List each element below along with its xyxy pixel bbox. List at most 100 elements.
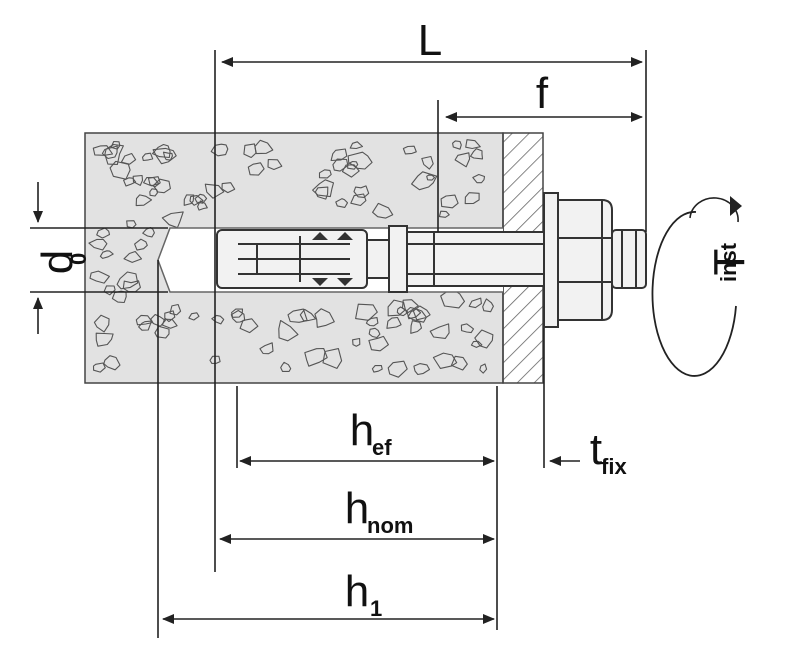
aggregate-stone bbox=[123, 250, 143, 263]
svg-text:T: T bbox=[705, 249, 754, 276]
aggregate-stone bbox=[407, 308, 427, 323]
aggregate-stone bbox=[472, 173, 486, 184]
aggregate-stone bbox=[280, 361, 292, 372]
aggregate-stone bbox=[387, 299, 406, 317]
aggregate-stone bbox=[314, 308, 335, 328]
aggregate-stone bbox=[189, 195, 204, 206]
svg-text:h: h bbox=[345, 484, 369, 533]
aggregate-stone bbox=[474, 329, 494, 349]
aggregate-stone bbox=[440, 194, 459, 209]
svg-text:h: h bbox=[345, 567, 369, 616]
aggregate-stone bbox=[304, 347, 328, 367]
aggregate-stone bbox=[421, 155, 434, 170]
aggregate-stone bbox=[410, 320, 423, 334]
aggregate-stone bbox=[96, 227, 111, 239]
torque-rotation-arrow bbox=[651, 196, 742, 377]
aggregate-stone bbox=[440, 287, 466, 309]
aggregate-stone bbox=[314, 186, 329, 200]
aggregate-stone bbox=[465, 139, 481, 150]
aggregate-stone bbox=[299, 308, 317, 322]
aggregate-stone bbox=[221, 182, 236, 194]
aggregate-stone bbox=[93, 314, 110, 333]
aggregate-stone bbox=[482, 298, 494, 313]
aggregate-stone bbox=[352, 337, 361, 347]
aggregate-stone bbox=[147, 176, 161, 188]
aggregate-stone bbox=[330, 148, 348, 162]
label-t-inst: T inst bbox=[705, 242, 754, 282]
svg-text:h: h bbox=[350, 406, 374, 455]
svg-text:1: 1 bbox=[370, 596, 382, 621]
aggregate-stone bbox=[278, 319, 299, 342]
label-f: f bbox=[536, 69, 549, 118]
aggregate-stone bbox=[287, 308, 308, 323]
label-L: L bbox=[418, 16, 442, 65]
aggregate-stone bbox=[161, 318, 178, 329]
aggregate-stone bbox=[116, 271, 139, 290]
aggregate-stone bbox=[387, 360, 408, 378]
aggregate-stone bbox=[372, 202, 394, 219]
aggregate-stone bbox=[368, 327, 381, 339]
aggregate-stone bbox=[230, 309, 246, 323]
svg-text:inst: inst bbox=[716, 242, 741, 282]
aggregate-stone bbox=[350, 193, 367, 207]
aggregate-stone bbox=[243, 143, 257, 159]
aggregate-stone bbox=[89, 270, 110, 284]
aggregate-stone bbox=[454, 152, 471, 168]
label-h-ef: h ef bbox=[350, 406, 392, 460]
aggregate-stone bbox=[365, 317, 379, 327]
aggregate-stone bbox=[135, 194, 153, 207]
aggregate-stone bbox=[109, 160, 131, 180]
aggregate-stone bbox=[143, 176, 160, 187]
aggregate-stone bbox=[460, 323, 475, 334]
svg-text:fix: fix bbox=[601, 454, 627, 479]
aggregate-stone bbox=[349, 141, 364, 150]
aggregate-stone bbox=[368, 335, 389, 352]
aggregate-stone bbox=[413, 363, 431, 376]
aggregate-stone bbox=[92, 145, 114, 156]
aggregate-stone bbox=[162, 151, 173, 161]
aggregate-stone bbox=[210, 143, 229, 157]
label-h-1: h 1 bbox=[345, 567, 382, 621]
hex-nut bbox=[557, 199, 613, 321]
aggregate-stone bbox=[452, 140, 462, 150]
svg-text:0: 0 bbox=[66, 253, 91, 265]
aggregate-stone bbox=[95, 332, 114, 347]
aggregate-stone bbox=[318, 169, 332, 179]
aggregate-stone bbox=[402, 145, 417, 155]
aggregate-stone bbox=[142, 226, 155, 238]
aggregate-stone bbox=[154, 325, 170, 339]
aggregate-stone bbox=[239, 318, 259, 334]
svg-text:t: t bbox=[590, 425, 602, 474]
aggregate-stone bbox=[123, 177, 137, 187]
aggregate-stone bbox=[134, 238, 148, 251]
aggregate-stone bbox=[152, 147, 177, 165]
aggregate-stone bbox=[429, 323, 450, 339]
aggregate-stone bbox=[347, 151, 373, 170]
aggregate-stone bbox=[479, 363, 488, 374]
aggregate-stone bbox=[259, 342, 274, 355]
label-t-fix: t fix bbox=[590, 425, 628, 479]
aggregate-stone bbox=[149, 188, 158, 197]
aggregate-stone bbox=[151, 143, 171, 159]
washer bbox=[543, 192, 559, 328]
aggregate-stone bbox=[183, 194, 195, 206]
label-d0: d 0 bbox=[33, 250, 91, 274]
label-h-nom: h nom bbox=[345, 484, 414, 538]
aggregate-stone bbox=[406, 306, 422, 320]
aggregate-stone bbox=[401, 299, 419, 313]
aggregate-stone bbox=[103, 355, 121, 371]
aggregate-stone bbox=[164, 310, 176, 323]
svg-text:ef: ef bbox=[372, 435, 392, 460]
aggregate-stone bbox=[450, 355, 468, 371]
aggregate-stone bbox=[132, 174, 144, 186]
extension-lines bbox=[30, 50, 647, 638]
aggregate-stone bbox=[209, 355, 221, 364]
bolt-thread-end bbox=[611, 229, 647, 289]
aggregate-stone bbox=[335, 198, 349, 208]
aggregate-stone bbox=[194, 193, 208, 204]
aggregate-stone bbox=[99, 250, 114, 259]
aggregate-stone bbox=[231, 308, 244, 318]
aggregate-stone bbox=[468, 297, 482, 309]
aggregate-stone bbox=[188, 312, 200, 321]
aggregate-stone bbox=[120, 152, 137, 165]
